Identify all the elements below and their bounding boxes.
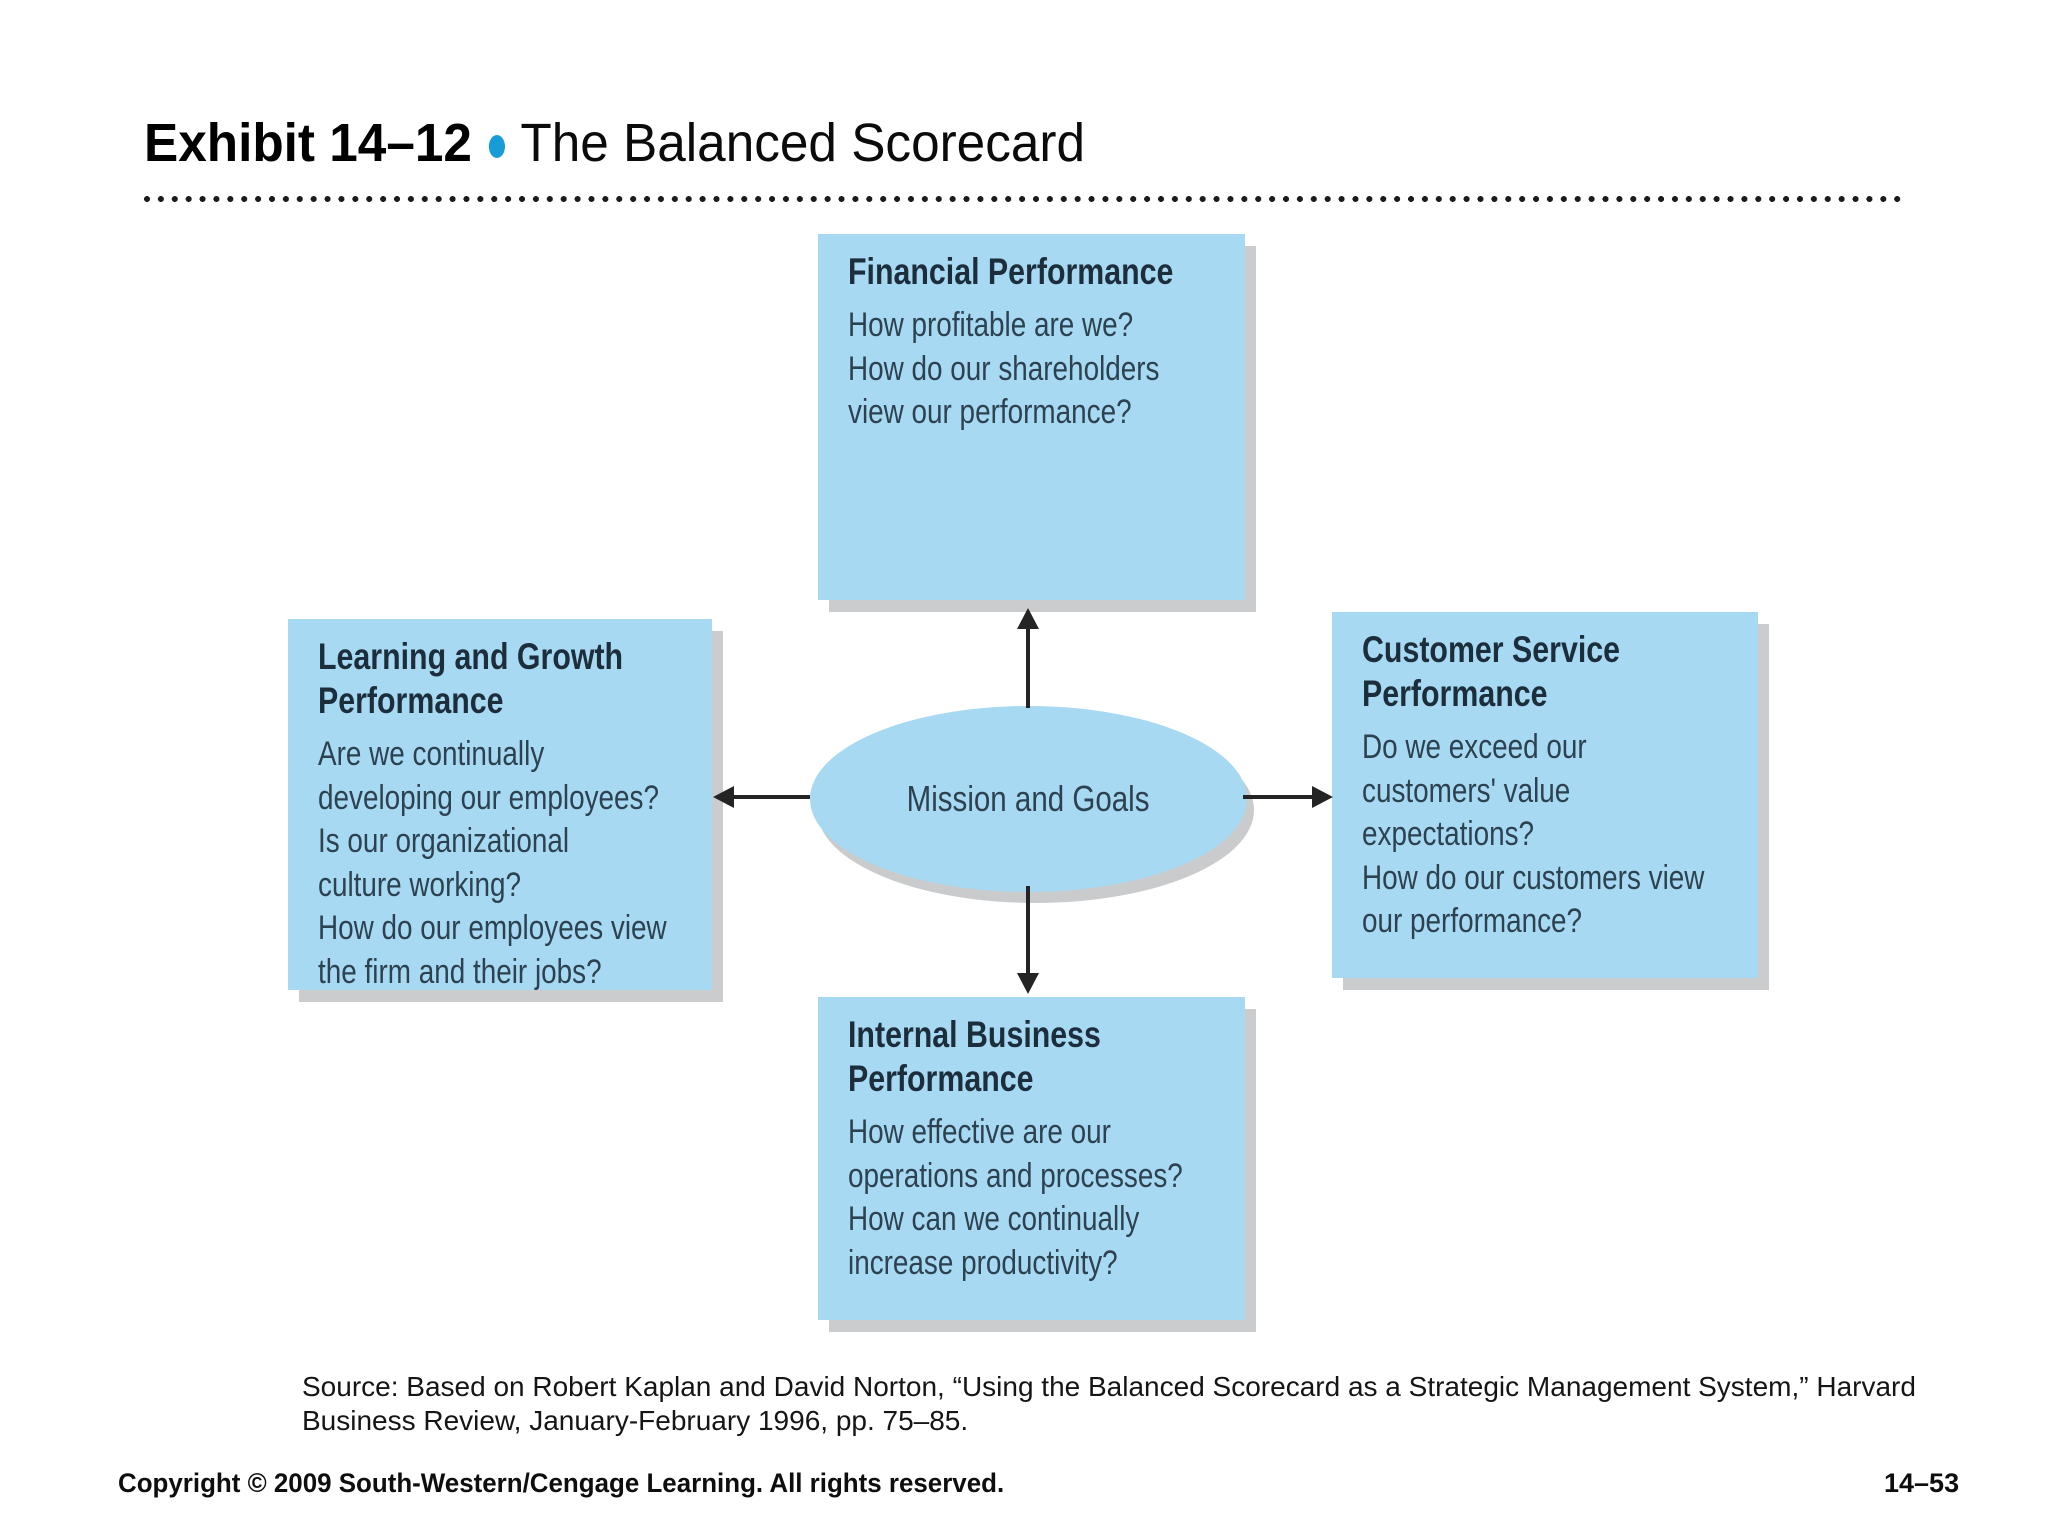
internal-business-performance-box: Internal Business Performance How effect…	[818, 997, 1245, 1320]
box-heading: Learning and Growth Performance	[318, 636, 624, 721]
copyright-text: Copyright © 2009 South-Western/Cengage L…	[118, 1468, 1005, 1498]
box-heading: Customer Service Performance	[1362, 629, 1621, 714]
ellipse-label: Mission and Goals	[907, 778, 1150, 819]
mission-and-goals-ellipse: Mission and Goals	[810, 706, 1247, 892]
box-heading: Financial Performance	[848, 251, 1174, 292]
box-body-text: Are we continually developing our employ…	[318, 735, 667, 991]
dotted-divider	[140, 194, 1906, 204]
box-body-text: How effective are our operations and pro…	[848, 1113, 1183, 1282]
up-arrow-icon	[1026, 628, 1030, 708]
down-arrow-icon	[1017, 973, 1039, 994]
left-arrow-icon	[734, 795, 810, 799]
customer-service-performance-box: Customer Service Performance Do we excee…	[1332, 612, 1758, 978]
source-note: Source: Based on Robert Kaplan and David…	[302, 1371, 1916, 1436]
down-arrow-icon	[1026, 886, 1030, 974]
page-title: Exhibit 14–12 The Balanced Scorecard	[144, 112, 1085, 174]
left-arrow-icon	[713, 786, 734, 808]
up-arrow-icon	[1017, 608, 1039, 629]
right-arrow-icon	[1312, 786, 1333, 808]
box-body-text: Do we exceed our customers' value expect…	[1362, 728, 1705, 940]
box-heading: Internal Business Performance	[848, 1014, 1101, 1099]
learning-growth-performance-box: Learning and Growth Performance Are we c…	[288, 619, 712, 991]
title-text: The Balanced Scorecard	[520, 113, 1086, 173]
page-number: 14–53	[1884, 1468, 1960, 1498]
exhibit-number-label: Exhibit 14–12	[144, 113, 472, 173]
box-body-text: How profitable are we? How do our shareh…	[848, 306, 1160, 431]
right-arrow-icon	[1243, 795, 1313, 799]
financial-performance-box: Financial Performance How profitable are…	[818, 234, 1245, 600]
dot-icon	[489, 134, 506, 158]
